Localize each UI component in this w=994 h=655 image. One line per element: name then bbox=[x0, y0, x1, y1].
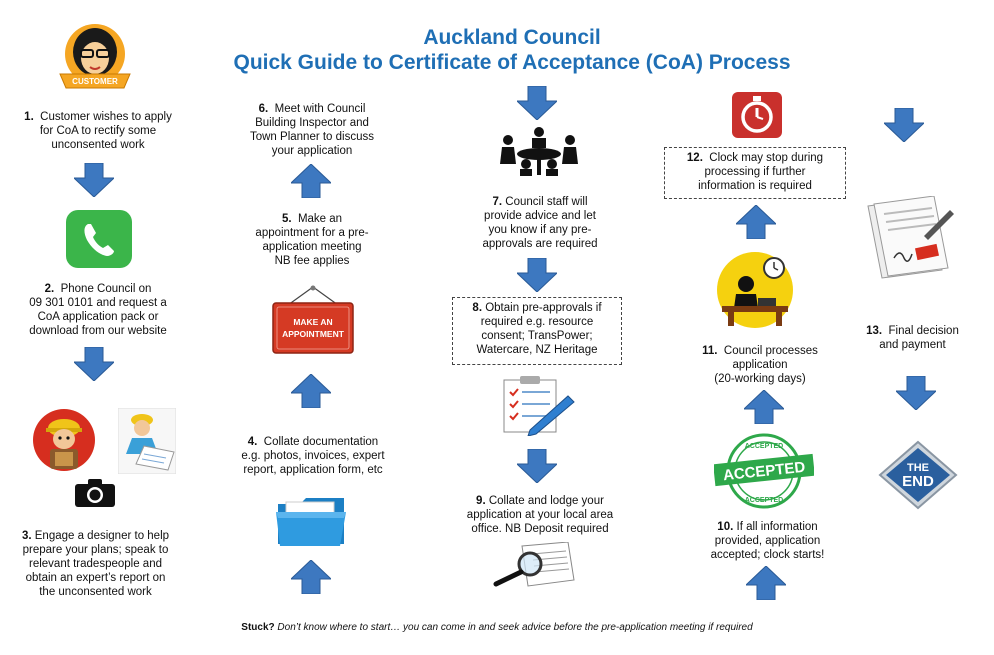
step-1: 1. Customer wishes to apply for CoA to r… bbox=[24, 111, 172, 151]
step-8: 8. Obtain pre-approvals if required e.g.… bbox=[452, 297, 622, 365]
arrow-13-end bbox=[896, 376, 936, 410]
arrow-12-13 bbox=[884, 108, 924, 142]
appointment-sign-line2: APPOINTMENT bbox=[282, 329, 345, 339]
footer-note: Stuck? Don’t know where to start… you ca… bbox=[0, 622, 994, 633]
appointment-sign-line1: MAKE AN bbox=[293, 317, 332, 327]
folder-icon bbox=[276, 498, 346, 546]
the-end-line1: THE bbox=[907, 462, 929, 474]
phone-icon bbox=[66, 210, 132, 268]
footer-bold: Stuck? bbox=[241, 622, 275, 633]
arrow-6-7 bbox=[517, 86, 557, 120]
arrow-9-10 bbox=[746, 566, 786, 600]
camera-icon bbox=[75, 479, 115, 507]
magnifier-document-icon bbox=[493, 542, 575, 587]
accepted-ring-top: ACCEPTED bbox=[745, 443, 784, 450]
step-10: 10. If all information provided, applica… bbox=[710, 521, 825, 561]
step-5: 5. Make an appointment for a pre- applic… bbox=[255, 213, 369, 267]
step-3: 3. Engage a designer to help prepare you… bbox=[21, 530, 170, 598]
step-2: 2. Phone Council on 09 301 0101 and requ… bbox=[29, 283, 167, 337]
arrow-5-6 bbox=[291, 164, 331, 198]
step-13: 13. Final decision and payment bbox=[866, 325, 959, 351]
checklist-icon bbox=[503, 376, 575, 436]
arrow-3-4 bbox=[291, 560, 331, 594]
arrow-1-2 bbox=[74, 163, 114, 197]
accepted-stamp-icon: ACCEPTED ACCEPTED ACCEPTED bbox=[714, 433, 814, 509]
office-worker-icon bbox=[717, 252, 793, 328]
the-end-line2: END bbox=[902, 473, 934, 490]
meeting-icon bbox=[500, 127, 578, 176]
step-11: 11. Council processes application (20-wo… bbox=[702, 345, 818, 385]
arrow-2-3 bbox=[74, 347, 114, 381]
stopwatch-icon bbox=[732, 92, 782, 138]
step-6: 6. Meet with Council Building Inspector … bbox=[249, 103, 374, 157]
accepted-ring-bottom: ACCEPTED bbox=[745, 497, 784, 504]
customer-icon: CUSTOMER bbox=[59, 24, 131, 89]
designer-icon bbox=[118, 408, 176, 474]
arrow-8-9 bbox=[517, 449, 557, 483]
arrow-7-8 bbox=[517, 258, 557, 292]
tradesperson-icon bbox=[33, 409, 95, 471]
step-9: 9. Collate and lodge your application at… bbox=[466, 495, 614, 535]
arrow-11-12 bbox=[736, 205, 776, 239]
signed-document-icon bbox=[867, 196, 954, 279]
step-12: 12. Clock may stop during processing if … bbox=[664, 147, 846, 199]
step-4: 4. Collate documentation e.g. photos, in… bbox=[241, 436, 385, 476]
customer-badge-text: CUSTOMER bbox=[72, 77, 118, 86]
page-title: Auckland Council bbox=[423, 26, 601, 49]
arrow-10-11 bbox=[744, 390, 784, 424]
appointment-sign-icon: MAKE AN APPOINTMENT bbox=[272, 285, 354, 354]
page-subtitle: Quick Guide to Certificate of Acceptance… bbox=[233, 51, 791, 74]
the-end-icon: THE END bbox=[878, 440, 958, 510]
step-7: 7. Council staff will provide advice and… bbox=[482, 196, 598, 250]
footer-italic: Don’t know where to start… you can come … bbox=[274, 622, 753, 633]
arrow-4-5 bbox=[291, 374, 331, 408]
